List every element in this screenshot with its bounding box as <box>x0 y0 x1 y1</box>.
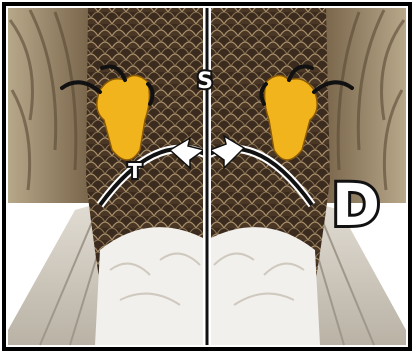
label-s: S <box>197 69 213 94</box>
label-d: D <box>332 171 380 239</box>
label-t: T <box>128 159 142 183</box>
